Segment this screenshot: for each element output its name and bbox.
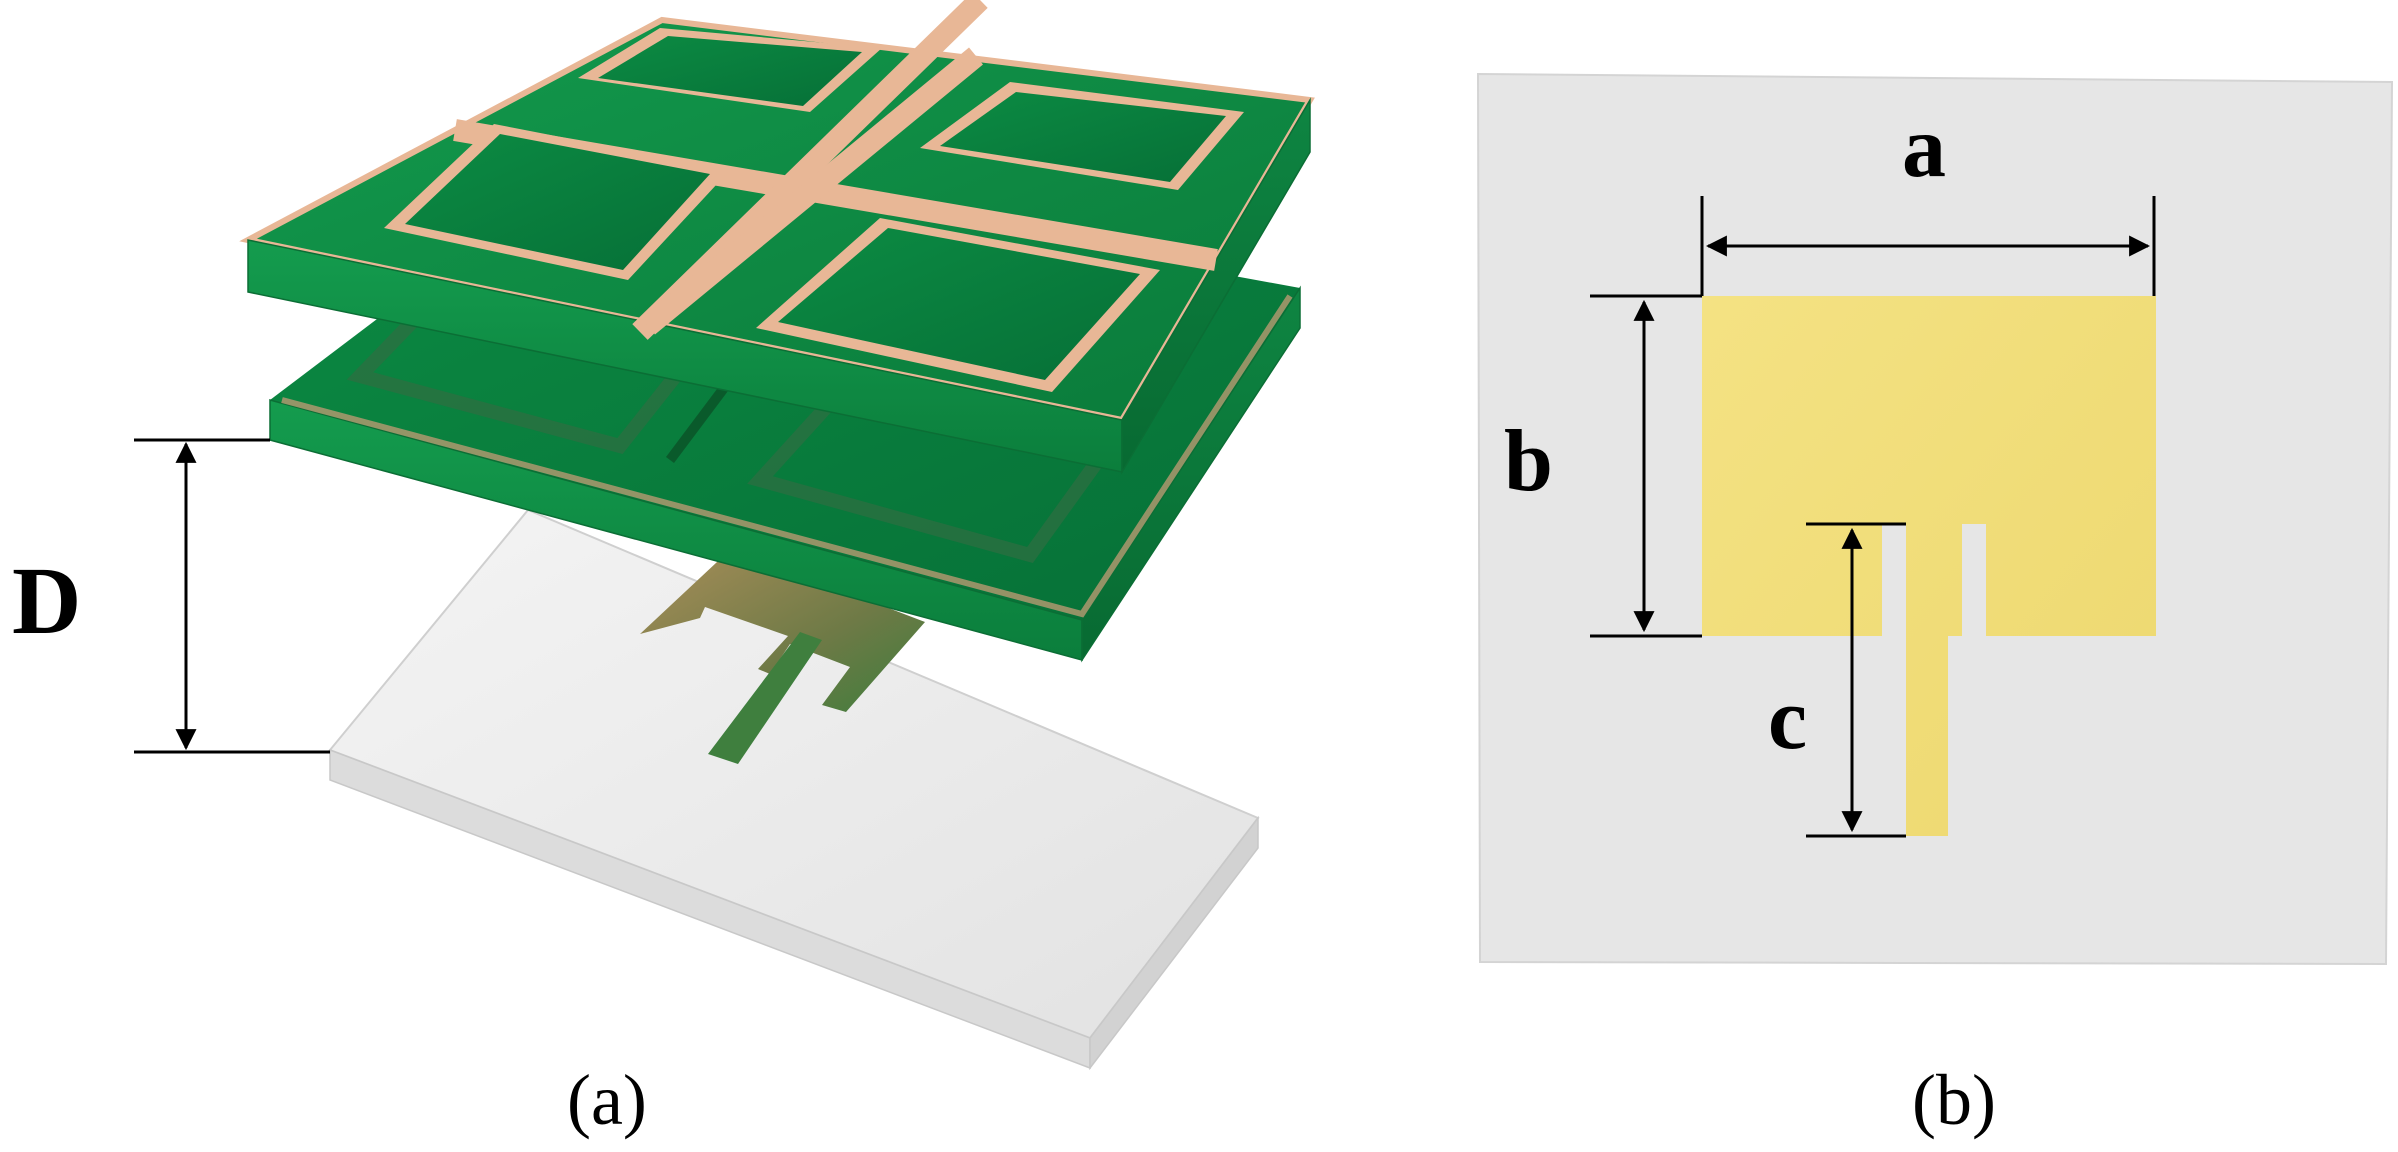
ground-plate [328,508,1260,1071]
patch-antenna [1702,296,2156,836]
metasurface-layer-upper [239,0,1315,475]
panel-b: a b c (b) [1476,72,2394,1140]
dimension-a: a [1700,99,2156,296]
dimension-b: b [1504,294,1702,638]
unit-cell-ring [384,124,730,280]
dimension-d: D [12,438,330,754]
dimension-label-d: D [12,547,81,654]
dimension-label-a: a [1902,99,1946,196]
caption-a: (a) [567,1060,647,1140]
unit-cell-ring [756,218,1160,392]
caption-b: (b) [1912,1060,1996,1140]
dimension-label-b: b [1504,413,1553,510]
dimension-label-c: c [1768,671,1807,768]
ground-feed-patch [640,548,925,764]
unit-cell-ring [920,82,1244,190]
dimension-c: c [1768,522,1906,838]
unit-cell-ring [578,28,882,112]
panel-a: D (a) [12,0,1318,1140]
